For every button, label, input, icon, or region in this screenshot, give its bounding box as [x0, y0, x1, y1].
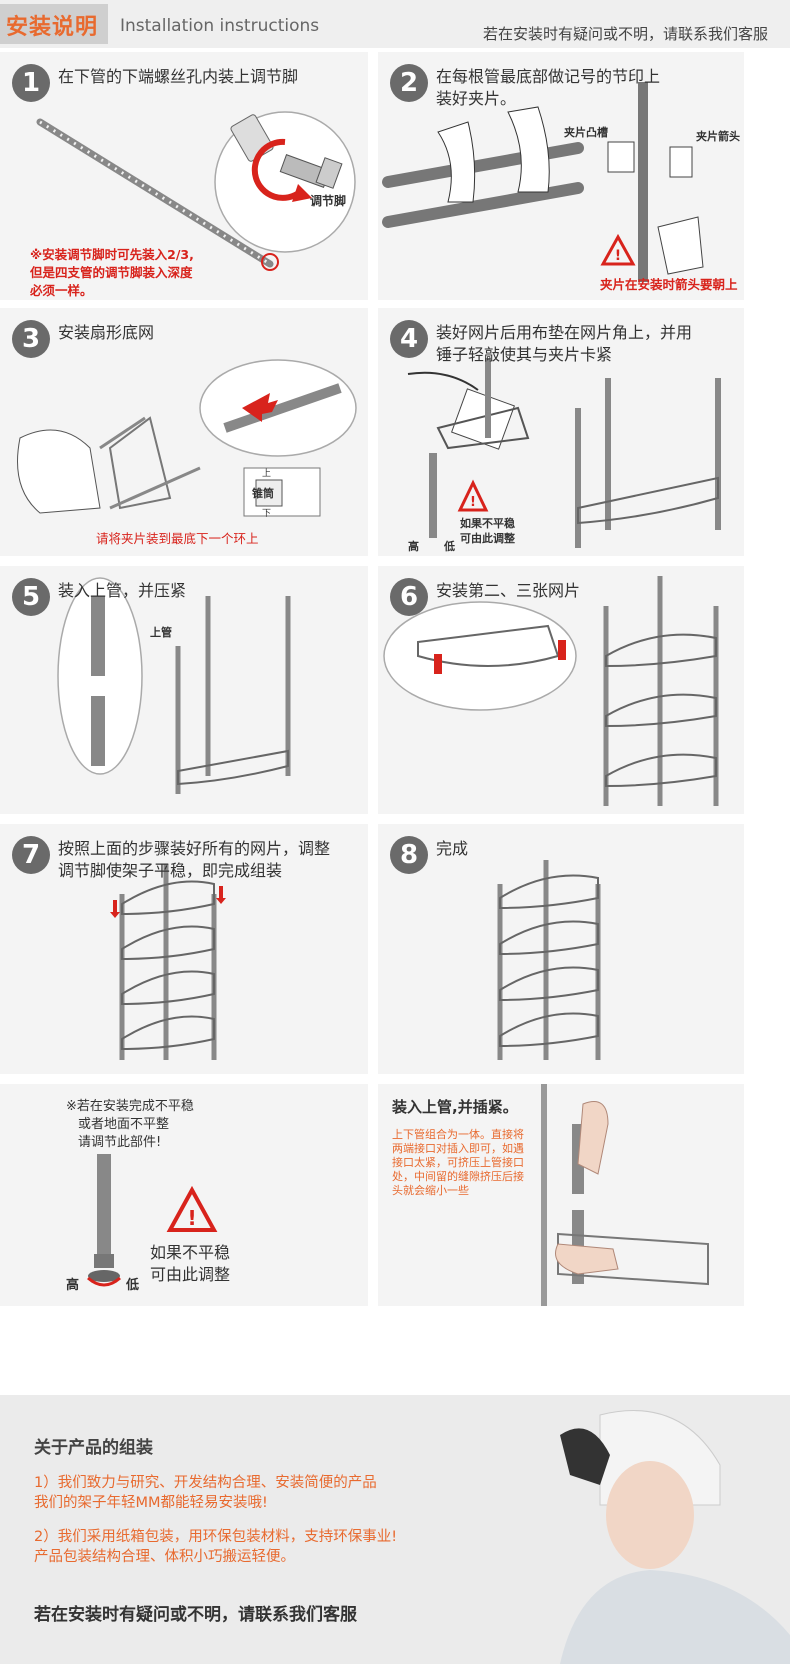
- insert-pipe-note: 上下管组合为一体。直接将 两端接口对插入即可，如遇 接口太紧，可挤压上管接口 处…: [392, 1128, 524, 1197]
- svg-text:!: !: [187, 1206, 196, 1230]
- cone-label: 锥筒: [252, 487, 274, 500]
- step-4-low-label: 低: [444, 540, 455, 553]
- step-3-panel: 3 安装扇形底网 锥筒 上 下 请将夹片装到最底下一个环上: [0, 308, 368, 556]
- header-brand: 安装说明: [6, 15, 99, 40]
- step-3-number: 3: [12, 320, 50, 358]
- worker-photo: [560, 1410, 790, 1664]
- step-4-panel: ! 4 装好网片后用布垫在网片角上，并用 锤子轻敲使其与夹片卡紧 如果不平稳 可…: [378, 308, 744, 556]
- footer-paragraph-2: 2）我们采用纸箱包装，用环保包装材料，支持环保事业! 产品包装结构合理、体积小巧…: [34, 1529, 398, 1565]
- step-8-panel: 8 完成: [378, 824, 744, 1074]
- clip-arrow-label: 夹片箭头: [696, 130, 740, 143]
- svg-text:!: !: [615, 248, 621, 264]
- step-3-title: 安装扇形底网: [58, 323, 155, 342]
- step-4-illustration: !: [407, 358, 721, 548]
- adjust-foot-label: 调节脚: [310, 194, 347, 208]
- step-3-illustration: [17, 359, 357, 517]
- step-2-title: 在每根管最底部做记号的节印上 装好夹片。: [436, 67, 661, 108]
- adjust-high-label: 高: [66, 1278, 80, 1293]
- step-2-number: 2: [390, 64, 428, 102]
- step-6-title: 安装第二、三张网片: [436, 581, 581, 600]
- upper-pipe-label: 上管: [150, 626, 172, 639]
- step-8-illustration: [497, 860, 601, 1060]
- step-1-illustration: [36, 111, 356, 271]
- adjust-low-label: 低: [126, 1278, 140, 1293]
- step-5-title: 装入上管，并压紧: [58, 581, 187, 600]
- step-6-number: 6: [390, 578, 428, 616]
- clip-groove-label: 夹片凸槽: [564, 126, 608, 139]
- insert-pipe-title: 装入上管,并插紧。: [392, 1098, 518, 1116]
- step-1-title: 在下管的下端螺丝孔内装上调节脚: [58, 67, 299, 86]
- step-7-panel: 7 按照上面的步骤装好所有的网片，调整 调节脚使架子平稳，即完成组装: [0, 824, 368, 1074]
- step-7-title: 按照上面的步骤装好所有的网片，调整 调节脚使架子平稳，即完成组装: [58, 839, 331, 880]
- footer-section: 关于产品的组装 1）我们致力与研究、开发结构合理、安装简便的产品 我们的架子年轻…: [0, 1395, 790, 1664]
- step-4-number: 4: [390, 320, 428, 358]
- top-label: 上: [262, 469, 272, 479]
- header-contact: 若在安装时有疑问或不明，请联系我们客服: [482, 25, 768, 43]
- bottom-label: 下: [262, 509, 272, 519]
- step-1-note: ※安装调节脚时可先装入2/3, 但是四支管的调节脚装入深度 必须一样。: [30, 247, 194, 298]
- insert-pipe-illustration: [541, 1084, 709, 1306]
- step-4-title: 装好网片后用布垫在网片角上，并用 锤子轻敲使其与夹片卡紧: [436, 323, 693, 364]
- step-2-panel: ! 2 在每根管最底部做记号的节印上 装好夹片。 夹片凸槽 夹片箭头 夹片在安装…: [378, 52, 744, 300]
- header-subtitle: Installation instructions: [120, 16, 320, 36]
- adjust-note-panel: ! ※若在安装完成不平稳 或者地面不平整 请调节此部件! 如果不平稳 可由此调整…: [0, 1084, 368, 1306]
- step-5-illustration: [57, 577, 291, 794]
- step-1-number: 1: [12, 64, 50, 102]
- step-2-note: 夹片在安装时箭头要朝上: [600, 277, 738, 292]
- step-6-illustration: [383, 576, 719, 806]
- footer-contact: 若在安装时有疑问或不明，请联系我们客服: [34, 1605, 357, 1625]
- step-3-note: 请将夹片装到最底下一个环上: [96, 531, 259, 546]
- step-4-high-label: 高: [408, 540, 419, 553]
- page-header: 安装说明 Installation instructions 若在安装时有疑问或…: [0, 0, 790, 48]
- footer-paragraph-1: 1）我们致力与研究、开发结构合理、安装简便的产品 我们的架子年轻MM都能轻易安装…: [34, 1475, 377, 1511]
- step-8-number: 8: [390, 836, 428, 874]
- footer-title: 关于产品的组装: [34, 1438, 153, 1458]
- step-4-warning: 如果不平稳 可由此调整: [460, 517, 515, 545]
- step-5-number: 5: [12, 578, 50, 616]
- header-badge: [0, 4, 108, 44]
- insert-pipe-panel: 装入上管,并插紧。 上下管组合为一体。直接将 两端接口对插入即可，如遇 接口太紧…: [378, 1084, 744, 1306]
- svg-text:!: !: [470, 495, 476, 510]
- step-6-panel: 6 安装第二、三张网片: [378, 566, 744, 814]
- step-7-illustration: [110, 864, 226, 1060]
- step-7-number: 7: [12, 836, 50, 874]
- step-8-title: 完成: [436, 839, 469, 858]
- adjust-foot-illustration: !: [87, 1154, 218, 1287]
- adjust-note-text: ※若在安装完成不平稳 或者地面不平整 请调节此部件!: [66, 1099, 194, 1150]
- step-5-panel: 5 装入上管，并压紧 上管: [0, 566, 368, 814]
- step-2-illustration: !: [382, 82, 704, 282]
- step-1-panel: 1 在下管的下端螺丝孔内装上调节脚 调节脚 ※安装调节脚时可先装入2/3, 但是…: [0, 52, 368, 300]
- adjust-warning: 如果不平稳 可由此调整: [150, 1243, 231, 1284]
